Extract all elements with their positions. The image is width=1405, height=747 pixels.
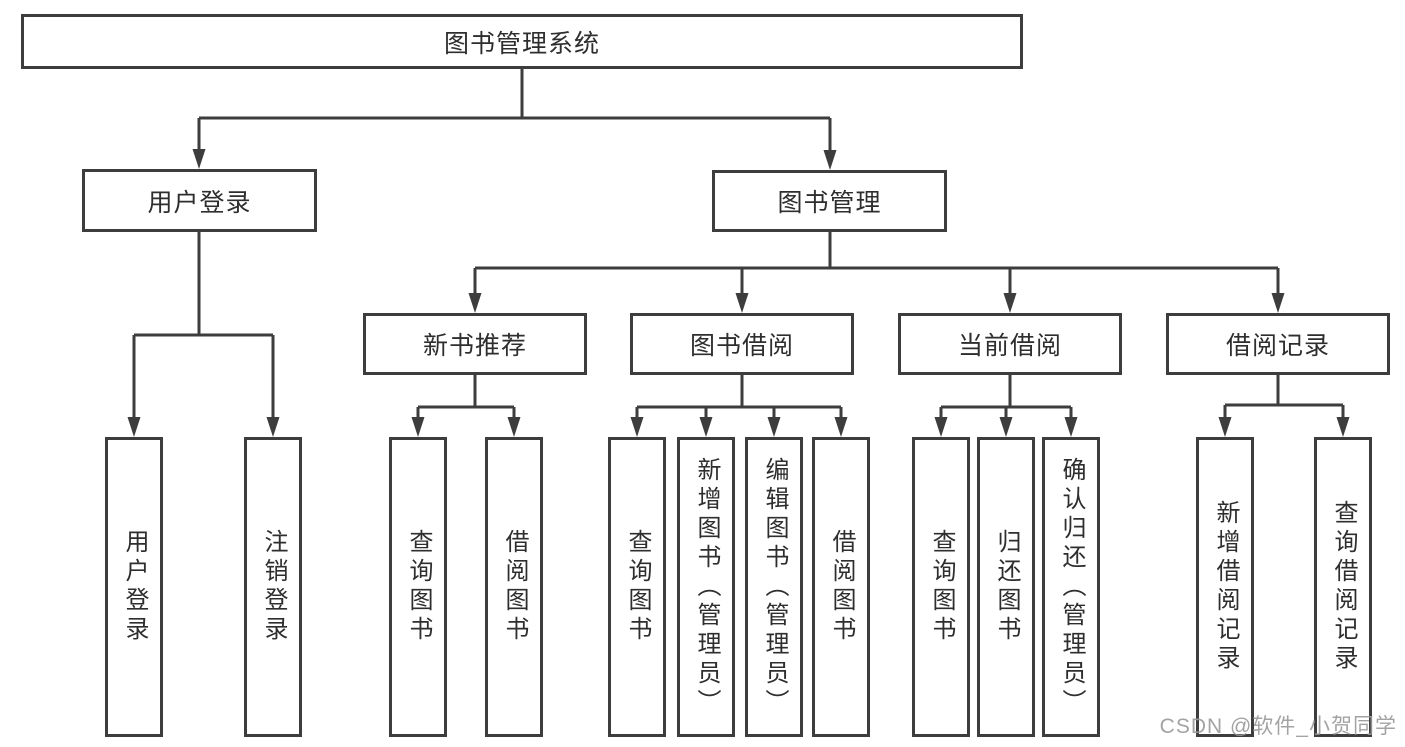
node-current-borrow-label: 当前借阅 (957, 332, 1062, 360)
leaf-user-login: 用户登录 (105, 437, 163, 737)
leaf-add-book-admin-label: 新增图书（管理员） (693, 456, 720, 718)
node-book-management-label: 图书管理 (777, 189, 882, 217)
node-borrow-records-label: 借阅记录 (1225, 332, 1330, 360)
node-root: 图书管理系统 (21, 14, 1023, 69)
leaf-borrow-book-recommend-label: 借阅图书 (501, 529, 528, 645)
leaf-add-book-admin: 新增图书（管理员） (677, 437, 735, 737)
leaf-return-book: 归还图书 (977, 437, 1035, 737)
node-current-borrow: 当前借阅 (898, 313, 1122, 375)
connector-userlogin-to-leaves (127, 232, 280, 437)
leaf-query-book-recommend-label: 查询图书 (405, 529, 432, 645)
connector-root-to-level2 (192, 69, 837, 170)
leaf-query-book-borrow-label: 查询图书 (624, 529, 651, 645)
leaf-query-borrow-record: 查询借阅记录 (1314, 437, 1372, 737)
leaf-query-book-current-label: 查询图书 (928, 529, 955, 645)
leaf-confirm-return-admin-label: 确认归还（管理员） (1058, 456, 1085, 718)
leaf-borrow-book-recommend: 借阅图书 (485, 437, 543, 737)
node-new-book-recommend-label: 新书推荐 (422, 332, 527, 360)
leaf-borrow-book-label: 借阅图书 (828, 529, 855, 645)
leaf-query-book-current: 查询图书 (912, 437, 970, 737)
connector-records-to-leaves (1218, 375, 1350, 437)
leaf-query-book-borrow: 查询图书 (608, 437, 666, 737)
connector-bookmgmt-to-level3 (468, 232, 1285, 313)
node-book-borrow-label: 图书借阅 (689, 332, 794, 360)
node-user-login-label: 用户登录 (147, 188, 252, 217)
leaf-edit-book-admin: 编辑图书（管理员） (745, 437, 803, 737)
leaf-query-book-recommend: 查询图书 (389, 437, 447, 737)
leaf-add-borrow-record-label: 新增借阅记录 (1212, 500, 1239, 674)
leaf-query-borrow-record-label: 查询借阅记录 (1330, 500, 1357, 674)
node-root-label: 图书管理系统 (443, 29, 600, 58)
leaf-borrow-book: 借阅图书 (812, 437, 870, 737)
leaf-add-borrow-record: 新增借阅记录 (1196, 437, 1254, 737)
csdn-watermark: CSDN @软件_小贺同学 (1159, 715, 1397, 738)
node-new-book-recommend: 新书推荐 (363, 313, 587, 375)
connector-current-to-leaves (934, 375, 1078, 437)
node-borrow-records: 借阅记录 (1166, 313, 1390, 375)
leaf-user-login-label: 用户登录 (121, 529, 148, 645)
connector-newbook-to-leaves (411, 375, 521, 437)
leaf-logout: 注销登录 (244, 437, 302, 737)
leaf-return-book-label: 归还图书 (993, 529, 1020, 645)
leaf-logout-label: 注销登录 (260, 529, 287, 645)
connector-borrow-to-leaves (630, 375, 848, 437)
leaf-edit-book-admin-label: 编辑图书（管理员） (761, 456, 788, 718)
node-book-management: 图书管理 (712, 170, 947, 232)
leaf-confirm-return-admin: 确认归还（管理员） (1042, 437, 1100, 737)
node-user-login: 用户登录 (82, 169, 317, 232)
node-book-borrow: 图书借阅 (630, 313, 854, 375)
